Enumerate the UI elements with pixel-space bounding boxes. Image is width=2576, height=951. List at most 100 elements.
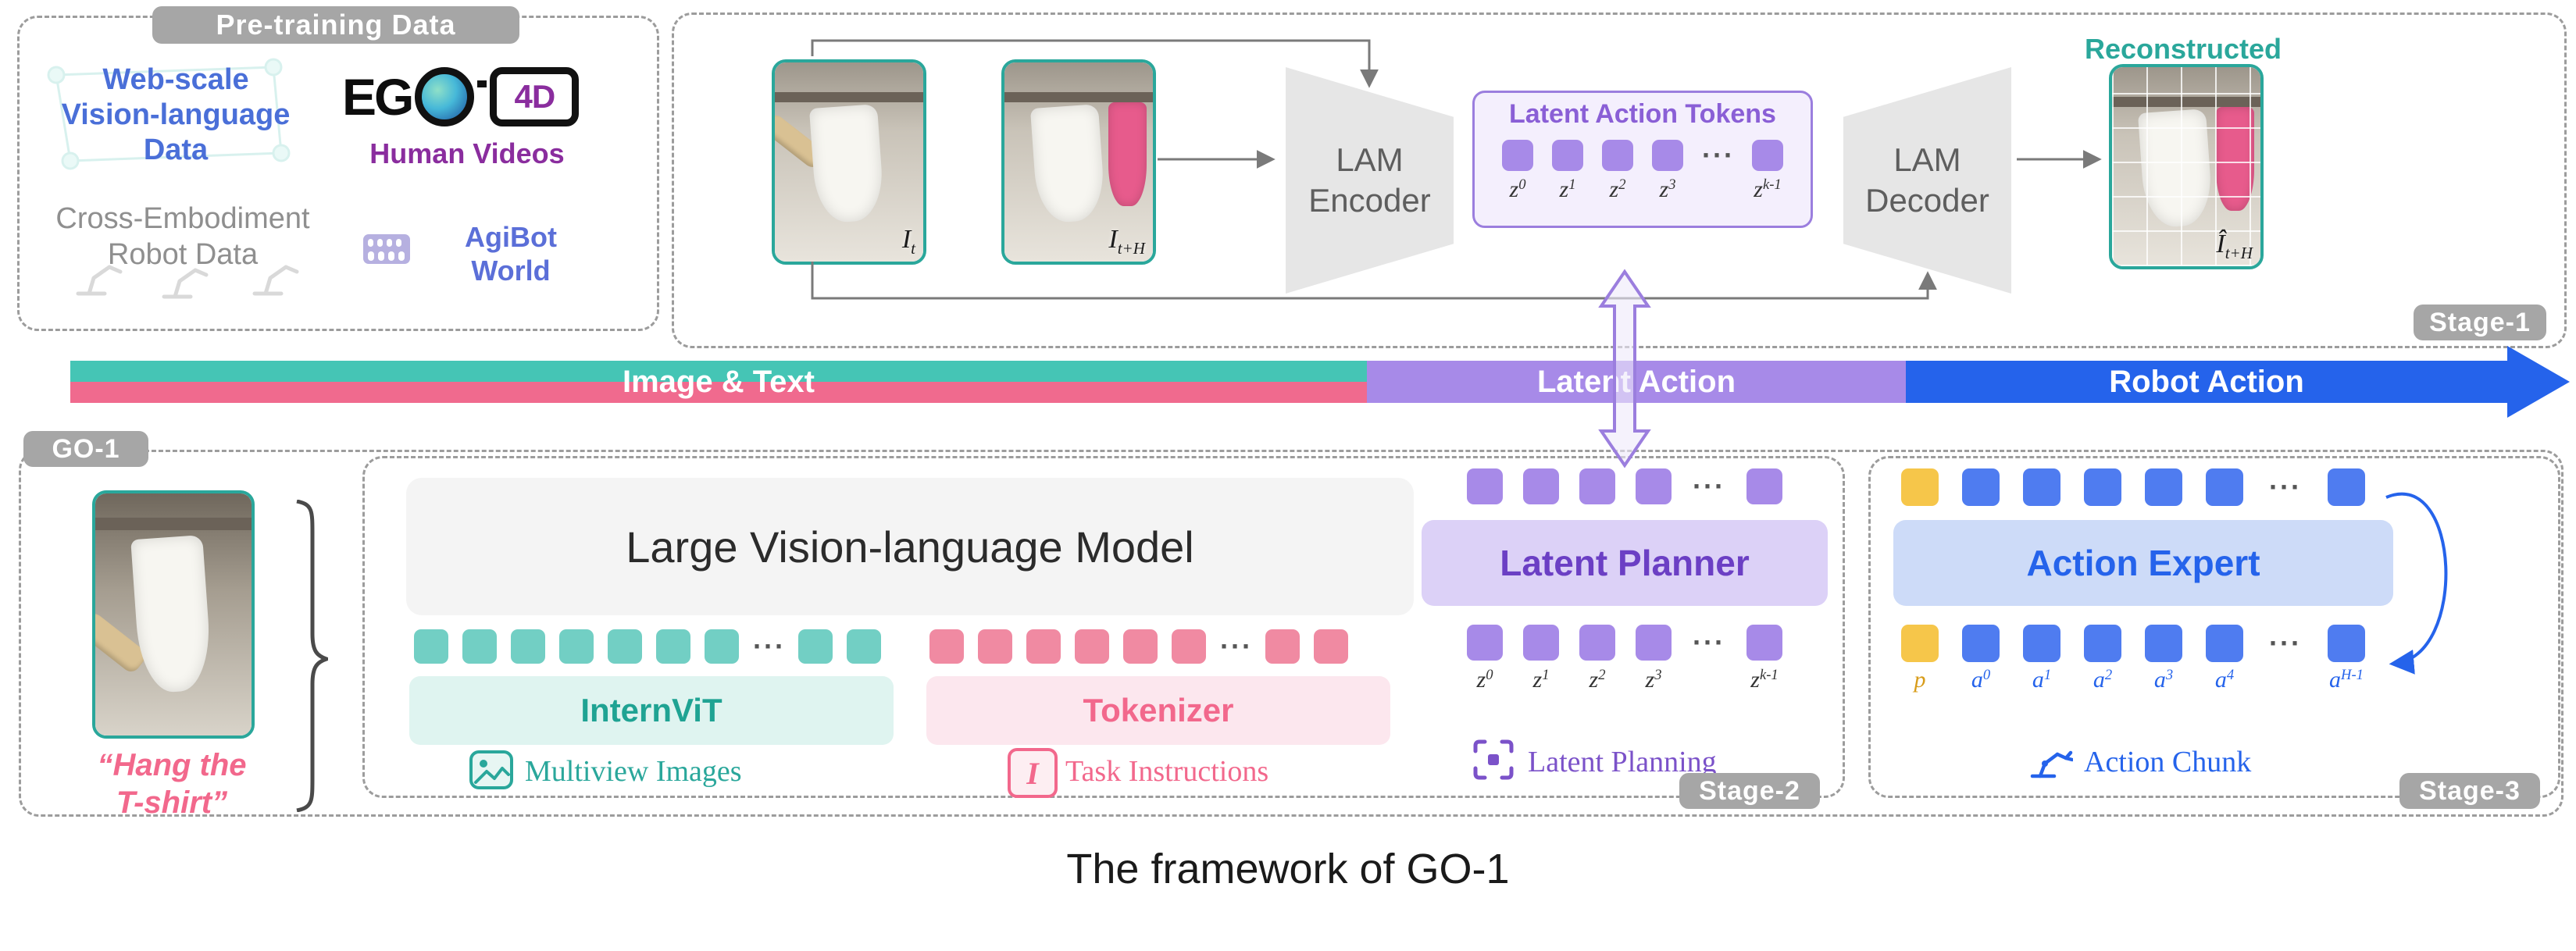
latent-token-square	[1602, 140, 1633, 171]
proprio-token-square	[1901, 468, 1939, 506]
frame-photo-reconstructed: Ît+H	[2109, 64, 2264, 269]
frame-photo-future: It+H	[1001, 59, 1156, 265]
action-token-square	[2206, 625, 2243, 662]
latent-planning-icon	[1473, 739, 1514, 780]
figure-caption: The framework of GO-1	[1066, 846, 1510, 892]
text-token-square	[1123, 629, 1158, 664]
bar-segment-robot-action: Robot Action	[1906, 361, 2507, 403]
robot-arm-silhouettes-icon	[76, 265, 299, 299]
bar-segment-latent-action: Latent Action	[1367, 361, 1906, 403]
action-chunk-label: Action Chunk	[2084, 746, 2252, 778]
action-token-square	[2145, 468, 2182, 506]
glasses-lens-icon: 4D	[490, 67, 580, 126]
vlm-box: Large Vision-language Model	[406, 478, 1414, 615]
go1-box	[19, 450, 2564, 817]
action-chunk-icon	[2030, 750, 2073, 778]
clothes-rail	[95, 518, 252, 530]
task-instructions-icon: I	[1008, 748, 1058, 798]
frame-photo-current: It	[772, 59, 926, 265]
text-token-square	[1026, 629, 1061, 664]
globe-lens-icon	[415, 67, 475, 126]
action-input-token-row: ···	[1901, 468, 2365, 506]
text-token-row: ···	[929, 629, 1348, 664]
bar-segment-image-text: Image & Text	[70, 361, 1367, 403]
pretraining-data-label: Pre-training Data	[152, 6, 519, 44]
stage2-box	[362, 456, 1845, 798]
frame-label-current: It	[901, 225, 915, 258]
text-token-square	[1075, 629, 1109, 664]
latent-token-square	[1579, 625, 1615, 661]
vision-token-square	[608, 629, 642, 664]
latent-action-tokens-title: Latent Action Tokens	[1509, 99, 1776, 129]
ego4d-logo: EG 4D	[342, 67, 580, 126]
action-token-square	[2206, 468, 2243, 506]
clothes-rail	[1004, 92, 1153, 102]
vision-token-square	[559, 629, 594, 664]
latent-token-square	[1752, 140, 1783, 171]
proprio-token-square	[1901, 625, 1939, 662]
ellipsis: ···	[1693, 626, 1725, 658]
action-loop-arrow	[2385, 492, 2448, 675]
input-group-brace	[296, 500, 328, 812]
stage3-box	[1868, 456, 2560, 798]
ellipsis: ···	[2269, 627, 2302, 659]
latent-token-square	[1746, 468, 1782, 504]
token-label: p	[1914, 667, 1926, 693]
latent-token-square	[1579, 468, 1615, 504]
ellipsis: ···	[1702, 139, 1735, 171]
cross-embodiment-label: Cross-Embodiment Robot Data	[55, 202, 310, 271]
pink-garment-shape	[1108, 102, 1147, 206]
action-token-square	[2023, 468, 2060, 506]
vision-token-square	[511, 629, 545, 664]
action-output-token-row: ···	[1901, 625, 2365, 662]
multiview-images-label: Multiview Images	[525, 755, 742, 788]
frame-label-reconstructed: Ît+H	[2216, 230, 2253, 262]
latent-token-square	[1552, 140, 1583, 171]
latent-token-square	[1636, 468, 1672, 504]
latent-token-square	[1523, 468, 1559, 504]
action-token-square	[1962, 468, 2000, 506]
vision-token-row: ···	[414, 629, 881, 664]
vision-token-square	[656, 629, 690, 664]
go1-label: GO-1	[23, 431, 148, 467]
clothes-rail	[775, 92, 923, 102]
agibot-world-label: AgiBot World	[465, 221, 557, 287]
latent-token-square	[1636, 625, 1672, 661]
vision-token-square	[462, 629, 497, 664]
stage1-label: Stage-1	[2414, 305, 2546, 340]
latent-token-square	[1652, 140, 1683, 171]
text-token-square	[929, 629, 964, 664]
colosseum-icon	[363, 234, 410, 264]
text-token-square	[1265, 629, 1300, 664]
stage3-label: Stage-3	[2399, 773, 2540, 809]
action-token-square	[2084, 625, 2121, 662]
action-token-square	[1962, 625, 2000, 662]
text-token-square	[1172, 629, 1206, 664]
latent-token-row: ···	[1475, 139, 1811, 172]
instruction-text: “Hang the T-shirt”	[97, 748, 247, 820]
multiview-images-icon	[469, 750, 513, 789]
vision-token-square	[798, 629, 833, 664]
latent-planner-box: Latent Planner	[1422, 520, 1828, 606]
reconstruction-grid-overlay	[2112, 67, 2260, 266]
network-doodle-decor	[47, 58, 291, 170]
planner-input-token-row: ···	[1467, 468, 1782, 504]
tokenizer-box: Tokenizer	[926, 676, 1390, 745]
text-token-square	[1314, 629, 1348, 664]
